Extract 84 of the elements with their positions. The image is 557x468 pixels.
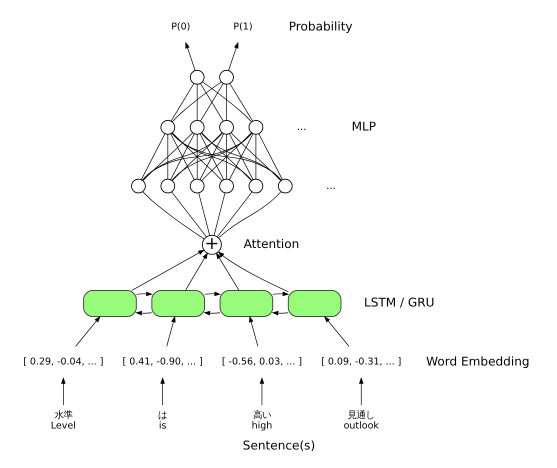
connector xyxy=(199,134,224,180)
connector xyxy=(200,83,224,122)
node-text: P(1) xyxy=(232,22,252,33)
arrow xyxy=(204,292,220,296)
connector xyxy=(196,84,198,121)
connector xyxy=(216,192,252,238)
connector xyxy=(142,132,252,181)
label: ... xyxy=(326,180,336,192)
arrow xyxy=(166,316,176,347)
connector xyxy=(202,82,252,122)
arrow xyxy=(217,251,288,292)
connector xyxy=(172,132,222,181)
connector xyxy=(196,134,198,180)
connector xyxy=(142,132,222,181)
arrow xyxy=(228,42,238,71)
connector xyxy=(230,132,281,181)
connector xyxy=(171,82,222,122)
connector xyxy=(200,132,252,181)
node-circle xyxy=(218,70,234,85)
node-text: 高い high xyxy=(251,410,272,432)
connector xyxy=(228,134,253,180)
node-box xyxy=(287,290,341,317)
node-circle xyxy=(160,178,175,194)
node-circle xyxy=(277,178,292,194)
arrow xyxy=(248,316,258,347)
node-text: [ 0.09, -0.31, ... ] xyxy=(320,356,401,368)
connector xyxy=(166,134,168,180)
node-circle xyxy=(130,178,146,194)
arrow xyxy=(358,377,364,406)
arrow xyxy=(134,310,152,316)
arrow xyxy=(60,377,66,406)
arrow xyxy=(259,377,264,406)
connector xyxy=(213,192,225,236)
arrow xyxy=(215,252,239,291)
node-circle xyxy=(218,120,234,135)
connector xyxy=(140,134,165,180)
node-text: [ 0.29, -0.04, ... ] xyxy=(22,356,103,368)
connector xyxy=(170,83,194,122)
node-text: 水準 Level xyxy=(50,410,76,432)
node-circle xyxy=(218,178,234,194)
arrow xyxy=(184,252,208,291)
connector xyxy=(200,132,282,181)
label: Attention xyxy=(243,236,299,251)
caption: Sentence(s) xyxy=(242,438,315,453)
arrow xyxy=(160,377,164,406)
node-circle xyxy=(248,178,263,194)
connector xyxy=(170,192,206,238)
connector xyxy=(170,132,252,181)
node-text: は is xyxy=(158,410,167,432)
node-text: 見通し outlook xyxy=(343,410,378,432)
connector xyxy=(255,134,256,180)
node-box xyxy=(150,290,204,317)
label: Probability xyxy=(288,19,352,34)
node-circle xyxy=(248,120,263,135)
label: LSTM / GRU xyxy=(363,296,434,310)
node-text: [ 0.41, -0.90, ... ] xyxy=(122,356,202,368)
arrow xyxy=(184,42,196,71)
connector xyxy=(142,132,192,181)
node-circle xyxy=(160,120,175,135)
connector xyxy=(170,134,194,180)
arrow xyxy=(74,316,100,347)
node-circle xyxy=(189,70,204,85)
arrow xyxy=(136,292,152,296)
arrow xyxy=(203,310,220,316)
label: MLP xyxy=(351,120,376,134)
connector xyxy=(218,191,281,238)
arrow xyxy=(271,310,288,316)
connector xyxy=(258,134,282,180)
node-box xyxy=(82,290,136,317)
label: Word Embedding xyxy=(426,354,530,368)
node-circle xyxy=(189,120,204,135)
arrow xyxy=(272,292,289,296)
arrow xyxy=(324,316,349,347)
node-box xyxy=(219,290,273,317)
connector xyxy=(142,191,204,240)
label: ... xyxy=(296,121,306,134)
node-circle: + xyxy=(201,234,222,255)
node-text: [ -0.56, 0.03, ... ] xyxy=(221,356,302,368)
connector xyxy=(198,192,210,236)
node-circle xyxy=(189,178,204,194)
arrow xyxy=(130,250,204,291)
connector xyxy=(170,132,282,181)
node-text: P(0) xyxy=(170,22,190,33)
connector xyxy=(229,83,252,122)
